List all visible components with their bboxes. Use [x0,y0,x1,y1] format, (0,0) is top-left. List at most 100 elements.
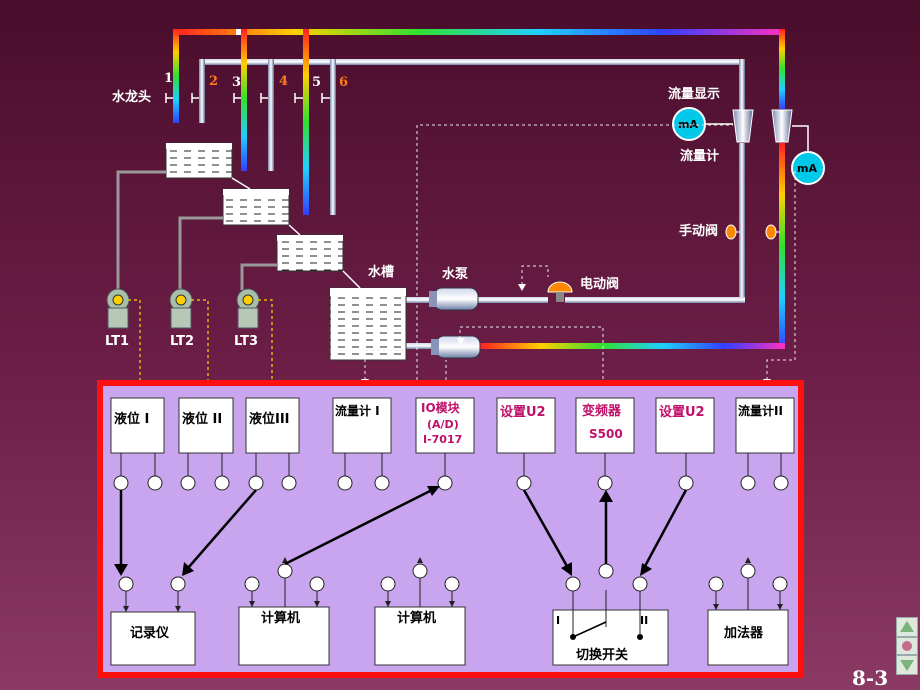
wiring-arrows [114,486,688,576]
terminal[interactable] [147,475,163,491]
faucet-label: 水龙头 [112,89,151,105]
terminal[interactable] [309,576,325,592]
terminal[interactable] [118,576,134,592]
pump-label: 水泵 [442,266,468,282]
module-level-1[interactable] [110,397,165,454]
module-io[interactable] [415,397,475,454]
manual-valve-2-icon [765,224,780,240]
module-set-u2-b[interactable] [655,397,715,454]
manual-valve-label: 手动阀 [679,223,718,239]
terminal[interactable] [248,475,264,491]
lt2-label: LT2 [170,334,194,349]
faucet-icon [165,93,173,103]
module-io-sub: (A/D) [427,418,459,431]
adder-label: 加法器 [723,625,764,641]
faucet-number-5: 5 [312,75,321,90]
bottom-terminals [118,557,788,612]
module-level-3-label: 液位III [249,411,290,427]
module-level-3[interactable] [245,397,300,454]
nav-up-button[interactable] [896,617,918,637]
terminal[interactable] [598,563,614,579]
terminal[interactable] [772,576,788,592]
electric-valve-icon [547,281,573,302]
lt3-label: LT3 [234,334,258,349]
switch-left-label: I [556,614,560,627]
terminal[interactable] [708,576,724,592]
terminal[interactable] [113,475,129,491]
recorder-label: 记录仪 [130,626,170,641]
module-set-u2-b-label: 设置U2 [659,405,705,420]
terminal[interactable] [180,475,196,491]
terminal[interactable] [597,475,613,491]
triangle-down-icon [900,660,914,671]
flow-meter-label: 流量计 [680,148,719,164]
terminal[interactable] [444,576,460,592]
switch-contacts [570,590,643,640]
terminal[interactable] [281,475,297,491]
module-io-label: IO模块 [421,400,461,415]
switch-label: 切换开关 [576,647,628,663]
transmitter-lines [116,170,277,290]
water-tank [329,287,407,361]
terminal[interactable] [632,576,648,592]
computer-1-label: 计算机 [261,610,300,626]
triangle-up-icon [900,621,914,632]
circle-icon [902,641,912,651]
module-row [110,397,795,454]
adder-box[interactable] [707,609,789,666]
computer-1-box[interactable] [238,606,330,666]
terminal[interactable] [244,576,260,592]
module-inverter[interactable] [575,397,635,454]
recorder-box[interactable] [110,611,196,666]
module-flow-1[interactable] [332,397,392,454]
terminal[interactable] [374,475,390,491]
module-set-u2-a-label: 设置U2 [500,405,546,420]
terminal[interactable] [437,475,453,491]
terminal[interactable] [565,576,581,592]
flow-display-label: 流量显示 [668,86,720,102]
switch-right-label: II [640,614,648,627]
nav-down-button[interactable] [896,655,918,675]
terminal[interactable] [337,475,353,491]
terminal[interactable] [170,576,186,592]
lt2-transmitter-icon [169,288,193,329]
module-set-u2-a[interactable] [496,397,556,454]
level-transmitters [106,288,260,329]
terminal[interactable] [380,576,396,592]
pump-lower-icon [431,335,481,359]
faucet-number-1: 1 [164,71,173,86]
nav-home-button[interactable] [896,637,918,655]
module-flow-2[interactable] [735,397,795,454]
terminal[interactable] [412,563,428,579]
module-level-2[interactable] [178,397,234,454]
terminal[interactable] [740,475,756,491]
faucet-icon [260,93,268,103]
terminal[interactable] [277,563,293,579]
terminal[interactable] [740,563,756,579]
ma-display-1-label: mA [678,118,698,131]
ma-display-2-label: mA [797,162,817,175]
module-inverter-model: S500 [589,427,623,441]
lt1-label: LT1 [105,334,129,349]
computer-2-box[interactable] [374,606,466,666]
faucet-number-2: 2 [209,74,218,89]
faucet-icon [294,93,303,103]
cascade-tanks [165,142,407,361]
module-flow-1-label: 流量计 I [335,403,380,418]
terminal[interactable] [773,475,789,491]
module-io-model: I-7017 [423,433,462,446]
faucet-number-6: 6 [339,75,348,90]
manual-valve-1-icon [725,224,740,240]
faucet-number-3: 3 [232,75,241,90]
module-inverter-label: 变频器 [582,403,622,419]
faucet-group [165,93,330,103]
lt1-transmitter-icon [106,288,130,329]
terminal[interactable] [214,475,230,491]
flow-meter-2-icon [771,109,793,143]
electric-valve-label: 电动阀 [580,276,619,292]
terminal[interactable] [516,475,532,491]
faucet-number-4: 4 [279,74,288,89]
computer-2-label: 计算机 [397,610,436,626]
terminal[interactable] [678,475,694,491]
